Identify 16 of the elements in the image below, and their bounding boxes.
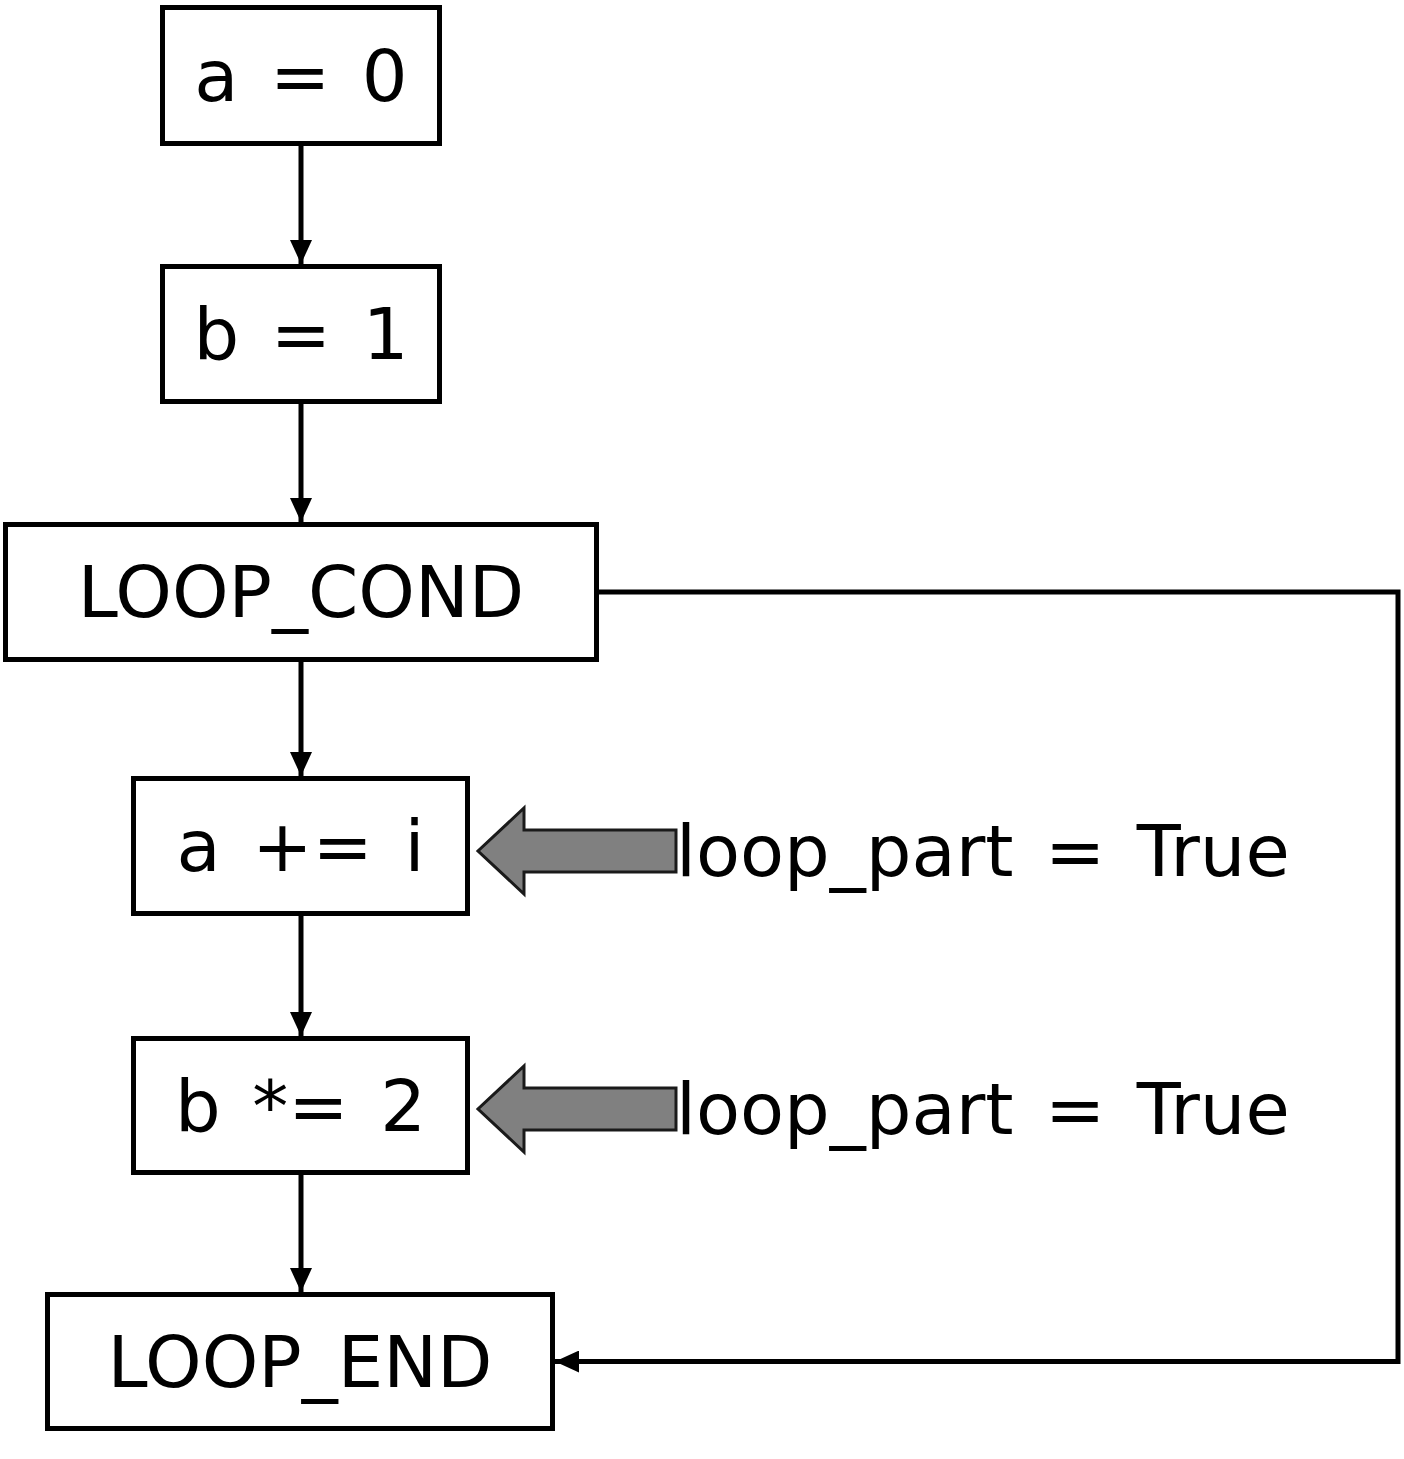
process-box: b = 1 [160, 264, 442, 404]
arrow [290, 916, 312, 1036]
arrow [555, 589, 1401, 1373]
process-box: LOOP_END [45, 1292, 555, 1431]
block-arrow [475, 804, 678, 898]
block-arrow [475, 1062, 678, 1156]
arrow [290, 662, 312, 776]
process-box: a = 0 [160, 5, 442, 146]
code-annotation: loop_part = True [676, 1064, 1290, 1154]
code-annotation: loop_part = True [676, 806, 1290, 896]
process-box: a += i [131, 776, 470, 916]
process-box: b *= 2 [131, 1036, 470, 1175]
process-box: LOOP_COND [3, 522, 599, 662]
arrow [290, 404, 312, 522]
arrow [290, 1175, 312, 1292]
arrow [290, 146, 312, 264]
